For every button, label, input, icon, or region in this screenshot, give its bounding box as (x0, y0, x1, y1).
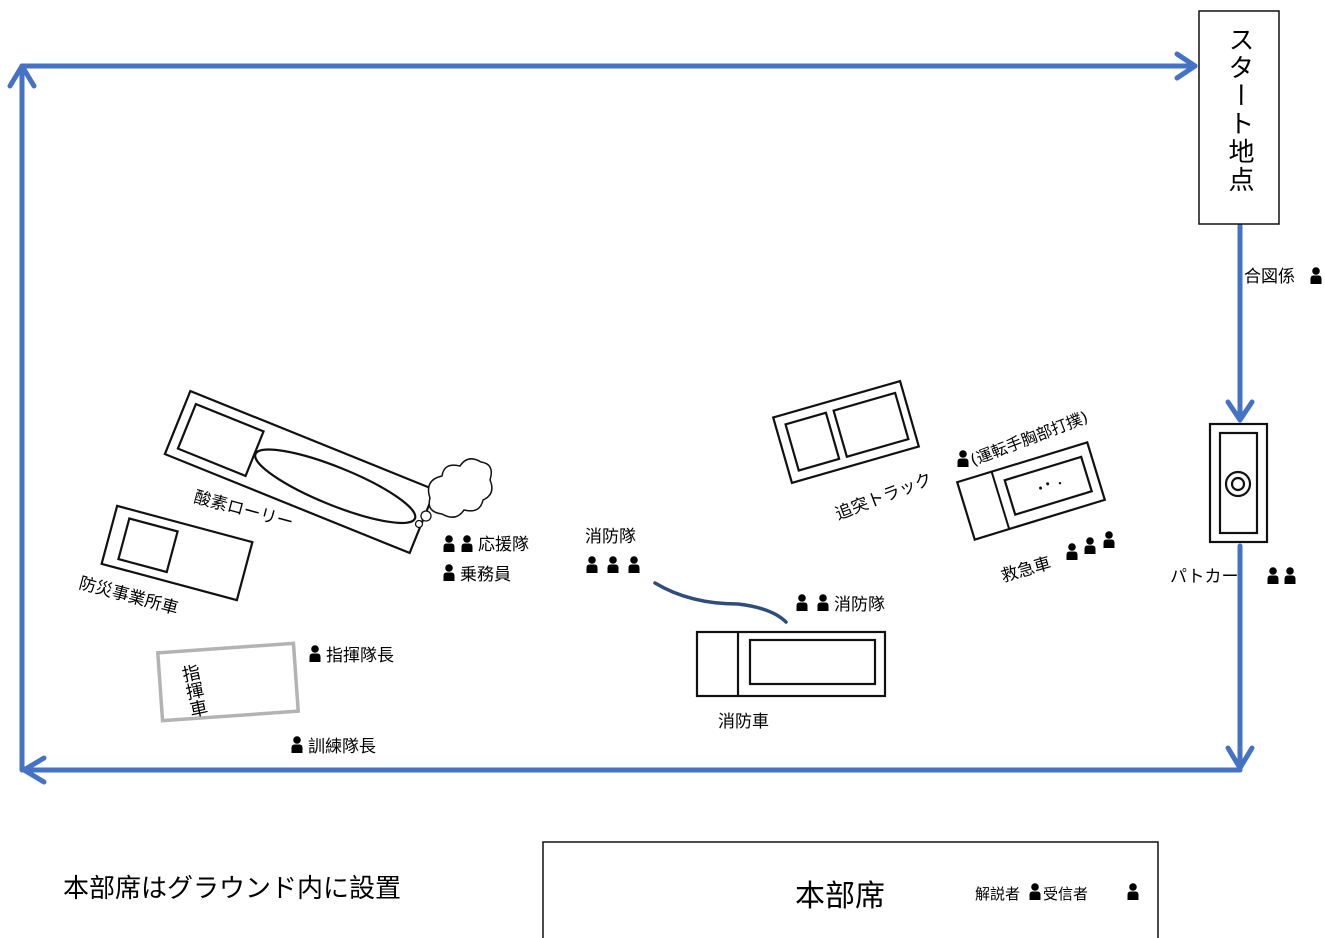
crew-label: 乗務員 (460, 565, 511, 585)
fire-hose (653, 581, 788, 624)
hq-receiver-label: 受信者 (1043, 885, 1088, 903)
training-chief-label: 訓練隊長 (308, 737, 376, 757)
commander-label: 指揮隊長 (326, 646, 394, 666)
hq-desk (542, 841, 1159, 938)
person-icon (586, 556, 598, 573)
hq-title: 本部席 (795, 879, 885, 914)
person-icon (1267, 567, 1279, 584)
fire-team-2-label: 消防隊 (834, 595, 885, 615)
route-right-upper-arrowhead (1225, 399, 1255, 423)
start-point-label: スタート地点 (1224, 26, 1254, 194)
route-bottom-arrowhead (21, 755, 47, 785)
route (7, 51, 1255, 785)
person-icon (309, 645, 321, 662)
person-icon (1284, 567, 1296, 584)
support-team-label: 応援隊 (478, 535, 529, 555)
route-left-arrowhead (7, 63, 37, 89)
person-icon (1103, 531, 1115, 548)
person-icon (1310, 267, 1322, 284)
hq-note: 本部席はグラウンド内に設置 (63, 874, 401, 904)
truck-label: 追突トラック (833, 469, 935, 524)
person-icon (1084, 537, 1096, 554)
person-icon (291, 736, 303, 753)
rear-ended-truck (771, 379, 921, 485)
ambulance (955, 441, 1107, 541)
hq-staff-label: 解説者 (975, 885, 1020, 903)
person-icon (1127, 883, 1139, 900)
person-icon (628, 556, 640, 573)
start-point: スタート地点 (1198, 10, 1280, 225)
fire-engine-label: 消防車 (718, 712, 769, 732)
ambulance-label: 救急車 (999, 554, 1054, 587)
patrol-car (1208, 422, 1269, 544)
disaster-prevention-vehicle (100, 504, 254, 602)
person-icon (607, 556, 619, 573)
patrol-car-label: パトカー (1170, 567, 1239, 587)
command-car-label: 指揮車 (178, 662, 210, 719)
oxygen-lorry-label: 酸素ローリー (192, 488, 296, 534)
command-car (155, 641, 301, 723)
signal-person-label: 合図係 (1244, 267, 1295, 287)
person-icon (1066, 543, 1078, 560)
gas-leak-cloud (414, 458, 493, 529)
oxygen-lorry (163, 389, 437, 555)
person-icon (443, 535, 455, 552)
person-icon (443, 564, 455, 581)
person-icon (461, 535, 473, 552)
fire-engine (695, 630, 887, 698)
person-icon (796, 594, 808, 611)
person-icon (817, 594, 829, 611)
person-icon (1029, 883, 1041, 900)
route-top-arrowhead (1174, 51, 1198, 81)
fire-team-1-label: 消防隊 (585, 527, 636, 547)
